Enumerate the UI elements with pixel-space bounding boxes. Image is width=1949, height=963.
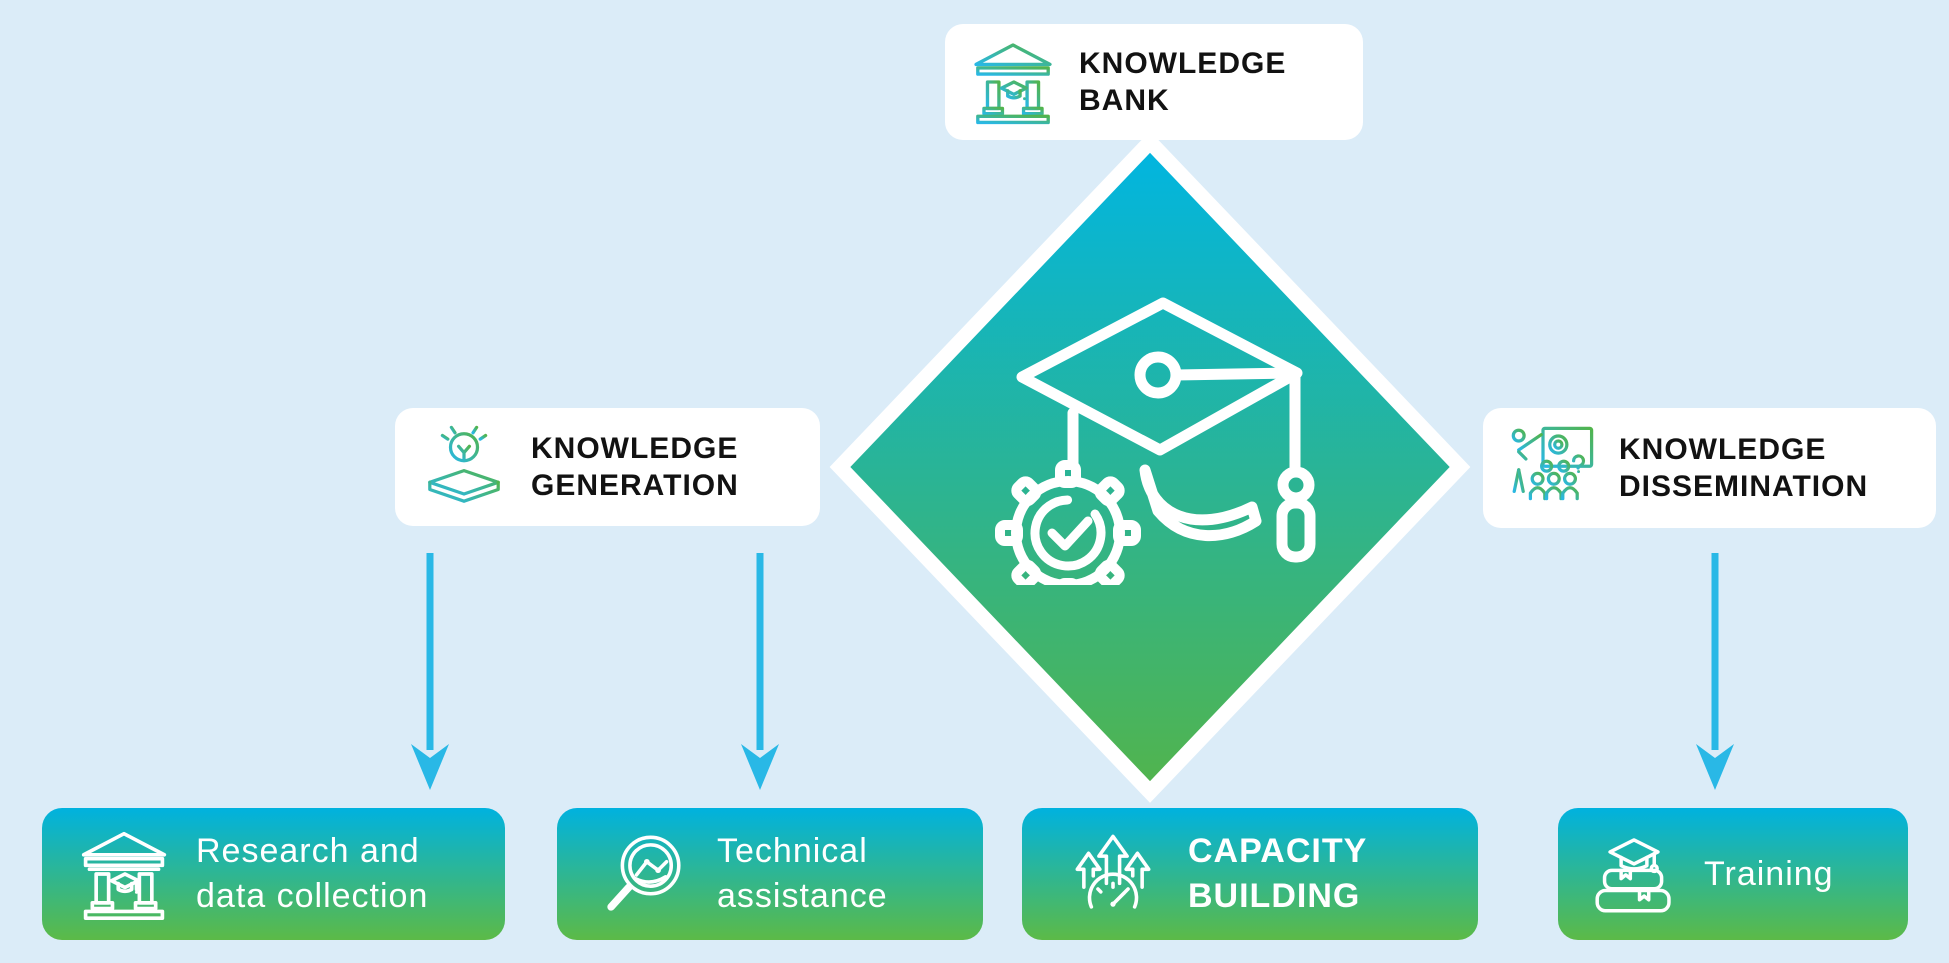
knowledge-bank-label: KNOWLEDGE BANK [1079, 47, 1287, 117]
output-research-data-collection: Research and data collection [42, 808, 505, 940]
diamond-shape [829, 131, 1471, 803]
node-knowledge-dissemination: KNOWLEDGE DISSEMINATION [1483, 408, 1936, 528]
node-knowledge-generation: KNOWLEDGE GENERATION [395, 408, 820, 526]
growth-arrows-gauge-icon [1075, 834, 1151, 909]
down-arrow-generation-to-technical [741, 553, 779, 790]
bank-building-icon [974, 43, 1052, 125]
bank-columns-icon [81, 831, 167, 920]
down-arrow-dissemination-to-training [1696, 553, 1734, 790]
knowledge-dissemination-label: KNOWLEDGE DISSEMINATION [1619, 433, 1869, 503]
magnifier-chart-icon [607, 835, 681, 911]
down-arrow-generation-to-research [411, 553, 449, 790]
output-training: Training [1558, 808, 1908, 940]
technical-label: Technical assistance [717, 832, 888, 915]
training-label: Training [1704, 854, 1834, 893]
presenter-audience-icon [1511, 426, 1594, 501]
knowledge-generation-label: KNOWLEDGE GENERATION [531, 432, 739, 502]
capacity-label: CAPACITY BUILDING [1188, 832, 1368, 915]
gear-shape [995, 460, 1141, 585]
node-knowledge-bank: KNOWLEDGE BANK [945, 24, 1363, 140]
research-label: Research and data collection [196, 832, 429, 915]
output-technical-assistance: Technical assistance [557, 808, 983, 940]
graduation-cap-gear-icon [995, 297, 1316, 585]
books-graduation-cap-icon [1595, 838, 1671, 913]
lightbulb-book-icon [428, 422, 500, 503]
output-capacity-building: CAPACITY BUILDING [1022, 808, 1478, 940]
